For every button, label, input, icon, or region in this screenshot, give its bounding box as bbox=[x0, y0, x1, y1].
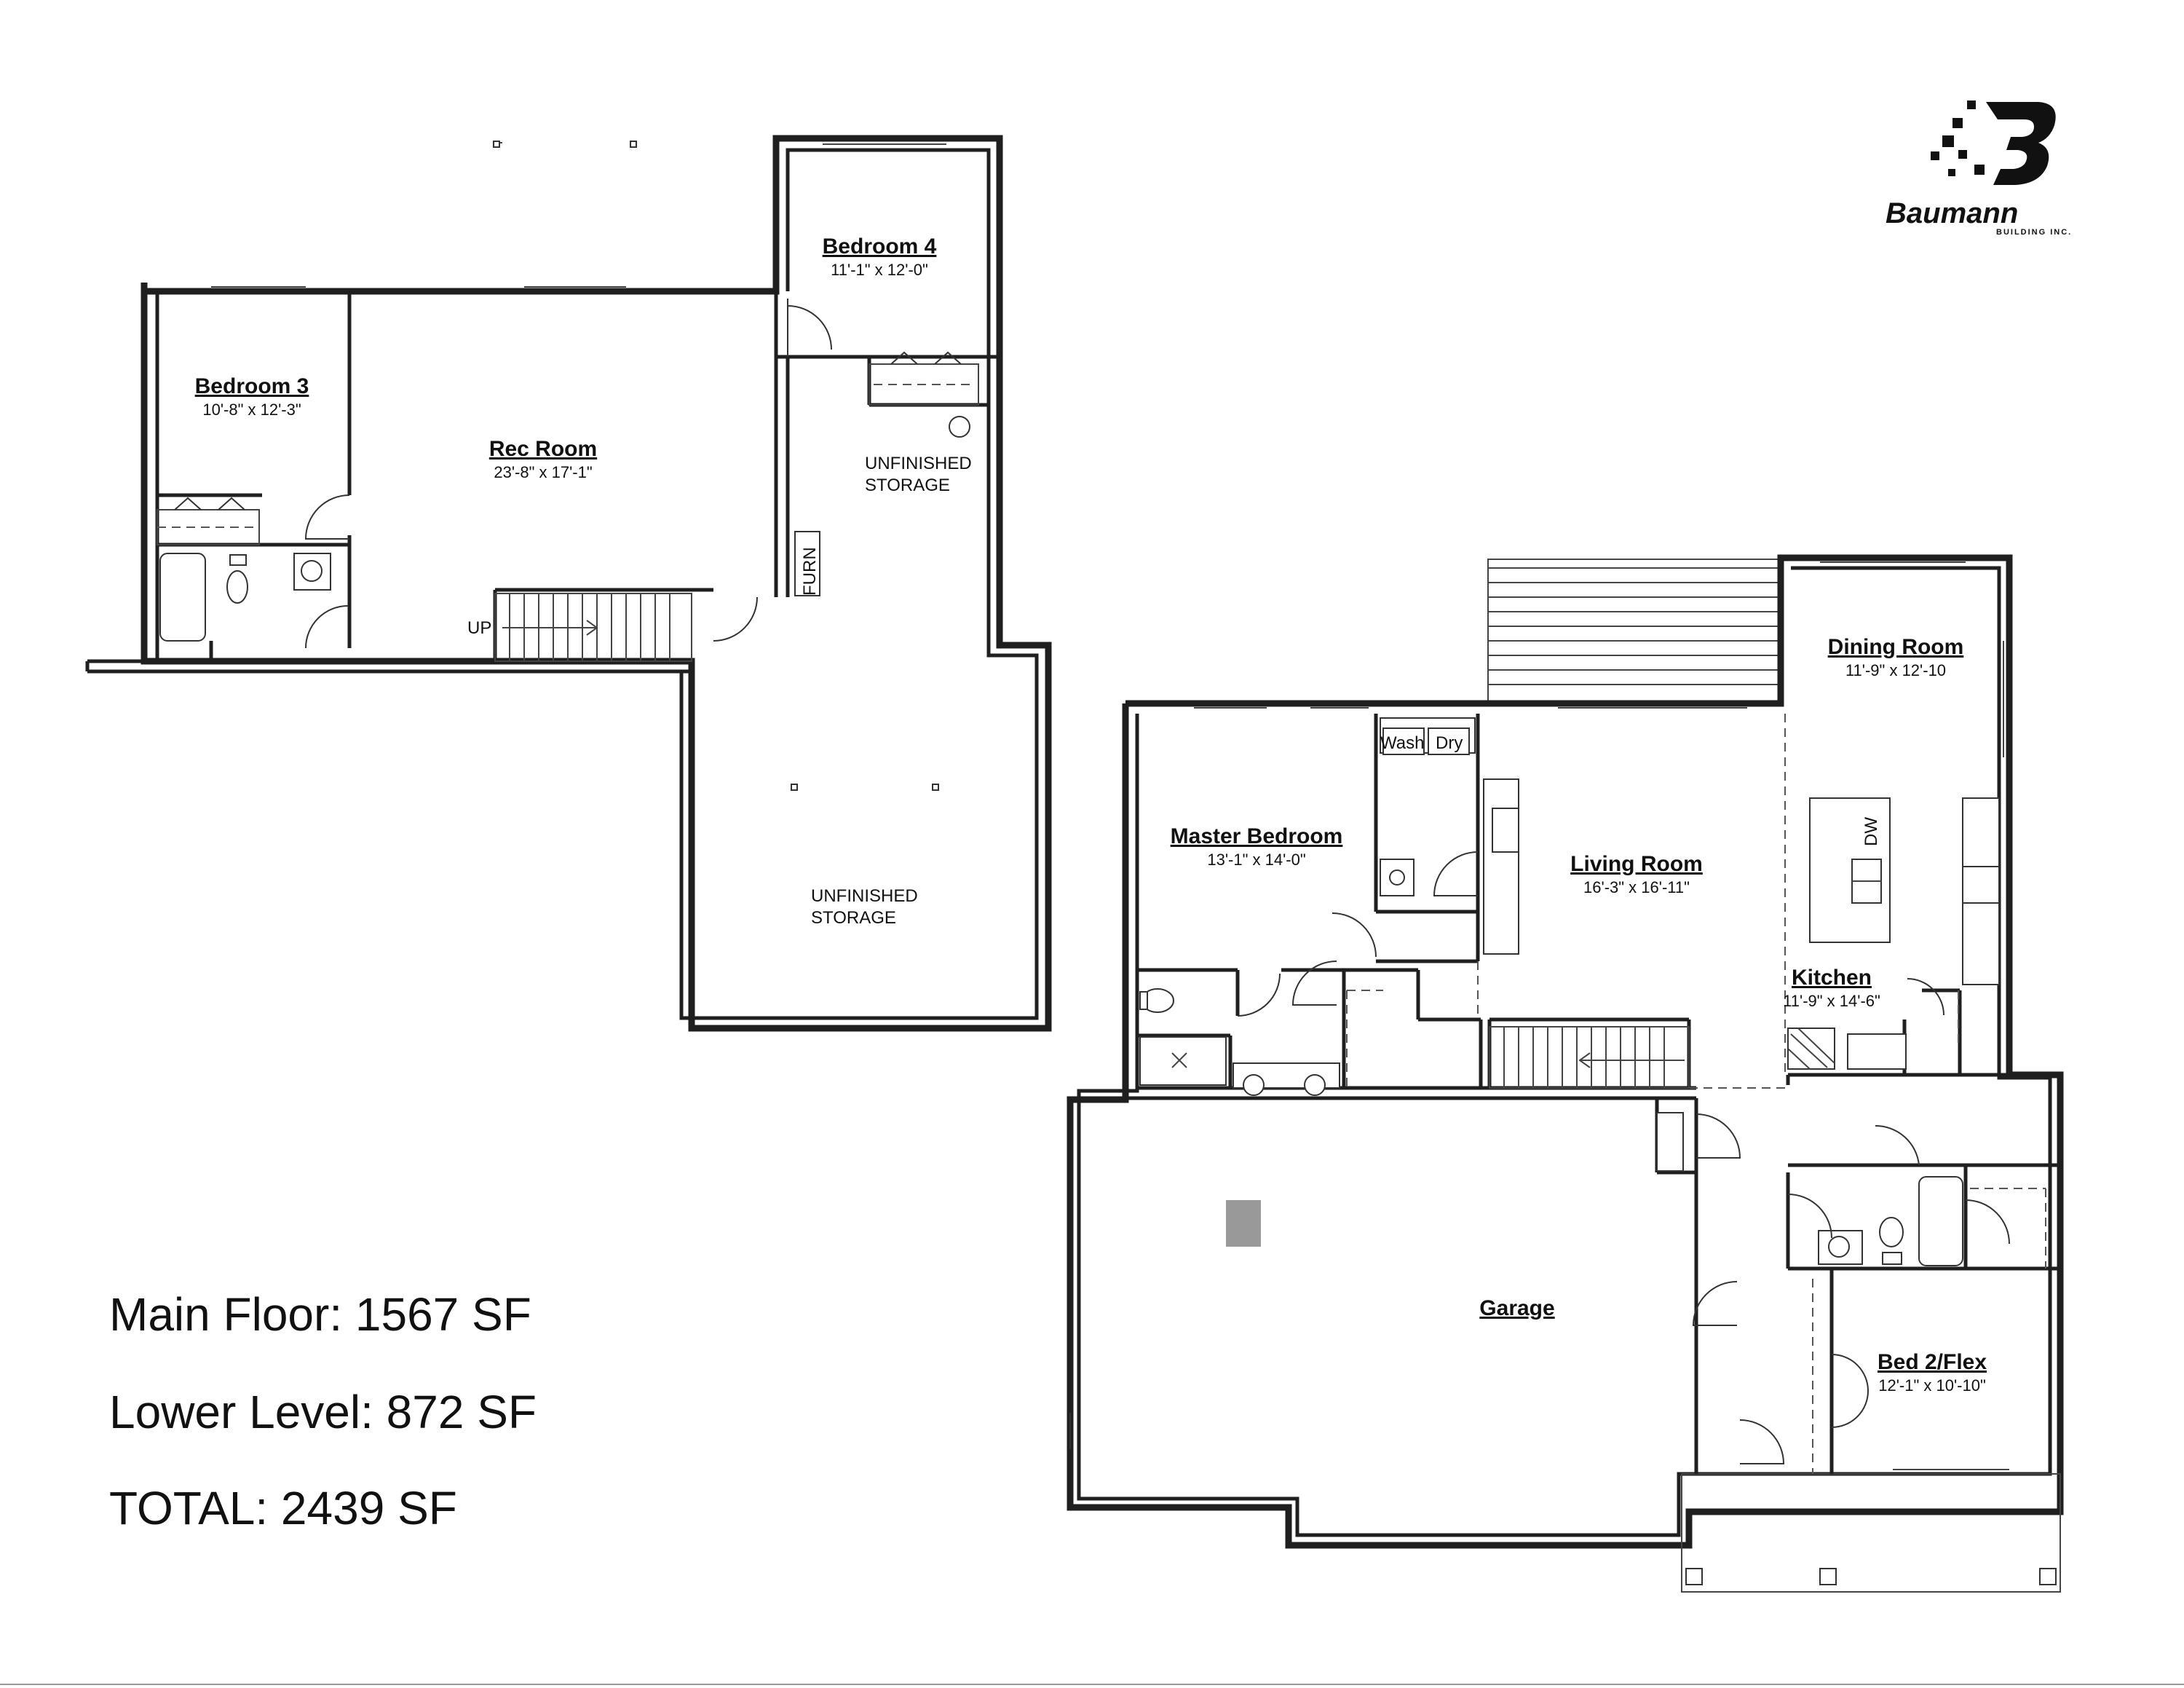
main-stairs bbox=[1489, 1026, 1690, 1089]
baumann-logo: Baumann BUILDING INC. bbox=[1886, 100, 2072, 237]
master-bath-fixtures bbox=[1139, 988, 1340, 1096]
lower-doors bbox=[304, 299, 832, 649]
main-windows bbox=[1194, 561, 2009, 1470]
laundry-fixtures bbox=[1380, 717, 1476, 896]
lower-bathroom bbox=[159, 553, 331, 661]
kitchen-dims: 11'-9" x 14'-6" bbox=[1783, 992, 1880, 1010]
dryer-label: Dry bbox=[1436, 733, 1463, 753]
bedroom3-dims: 10'-8" x 12'-3" bbox=[202, 401, 301, 419]
garage-name: Garage bbox=[1479, 1296, 1554, 1320]
bedroom4-dims: 11'-1" x 12'-0" bbox=[831, 261, 928, 279]
bedroom3-name: Bedroom 3 bbox=[195, 374, 309, 398]
deck bbox=[1487, 559, 1781, 706]
main-doors bbox=[1069, 851, 2010, 1464]
storage-lower-line2: STORAGE bbox=[811, 908, 896, 928]
grand-total: TOTAL: 2439 SF bbox=[109, 1482, 457, 1534]
storage-upper-line2: STORAGE bbox=[865, 476, 950, 495]
logo-mark-icon bbox=[1931, 100, 2056, 185]
storage-upper-line1: UNFINISHED bbox=[865, 454, 972, 473]
bottom-divider bbox=[0, 1684, 2184, 1685]
hall-bath-fixtures bbox=[1818, 1176, 1963, 1266]
furnace-label: FURN bbox=[800, 547, 820, 596]
main-floor-total: Main Floor: 1567 SF bbox=[109, 1288, 531, 1341]
living-room-dims: 16'-3" x 16'-11" bbox=[1583, 878, 1690, 896]
garage-column bbox=[1226, 1200, 1261, 1247]
main-exterior-walls bbox=[1067, 554, 2064, 1549]
lower-level-total: Lower Level: 872 SF bbox=[109, 1386, 537, 1438]
rec-room-dims: 23'-8" x 17'-1" bbox=[494, 463, 592, 481]
dishwasher-label: DW bbox=[1861, 817, 1881, 846]
storage-lower-line1: UNFINISHED bbox=[811, 886, 918, 906]
dining-room-name: Dining Room bbox=[1828, 635, 1964, 659]
lower-windows bbox=[211, 141, 946, 288]
bed2-flex-dims: 12'-1" x 10'-10" bbox=[1878, 1376, 1986, 1395]
main-interior-walls bbox=[1125, 714, 2060, 1474]
lower-stairs bbox=[494, 593, 692, 662]
kitchen-fixtures bbox=[1787, 797, 2000, 1070]
garage-step bbox=[1656, 1112, 1684, 1172]
master-bedroom-dims: 13'-1" x 14'-0" bbox=[1207, 851, 1305, 869]
lower-level-plan: Bedroom 3 10'-8" x 12'-3" Bedroom 4 11'-… bbox=[85, 135, 1052, 1032]
stairs-up-label: UP bbox=[467, 618, 491, 638]
water-heater-icon bbox=[949, 416, 970, 438]
range-icon bbox=[1962, 866, 2000, 904]
pantry bbox=[1787, 1028, 1835, 1070]
rec-room-name: Rec Room bbox=[489, 437, 597, 461]
dining-room-dims: 11'-9" x 12'-10 bbox=[1845, 661, 1946, 679]
furnace-unit bbox=[794, 531, 820, 596]
master-bedroom-name: Master Bedroom bbox=[1171, 824, 1343, 848]
column-icon bbox=[932, 784, 939, 791]
main-floor-plan: Master Bedroom 13'-1" x 14'-0" Living Ro… bbox=[1067, 554, 2064, 1593]
washer-label: Wash bbox=[1380, 733, 1424, 753]
column-icon bbox=[791, 784, 798, 791]
bedroom4-name: Bedroom 4 bbox=[823, 234, 937, 259]
kitchen-name: Kitchen bbox=[1792, 966, 1872, 990]
logo-wordmark: Baumann bbox=[1886, 197, 2018, 229]
living-room-name: Living Room bbox=[1570, 852, 1703, 876]
refrigerator bbox=[1847, 1033, 1907, 1070]
fireplace-icon bbox=[1483, 778, 1519, 955]
lower-closets bbox=[157, 351, 979, 545]
main-dashed-lines bbox=[1346, 714, 2046, 1474]
logo-tagline: BUILDING INC. bbox=[1996, 228, 2072, 237]
front-porch bbox=[1681, 1473, 2061, 1593]
bed2-flex-name: Bed 2/Flex bbox=[1878, 1350, 1987, 1374]
